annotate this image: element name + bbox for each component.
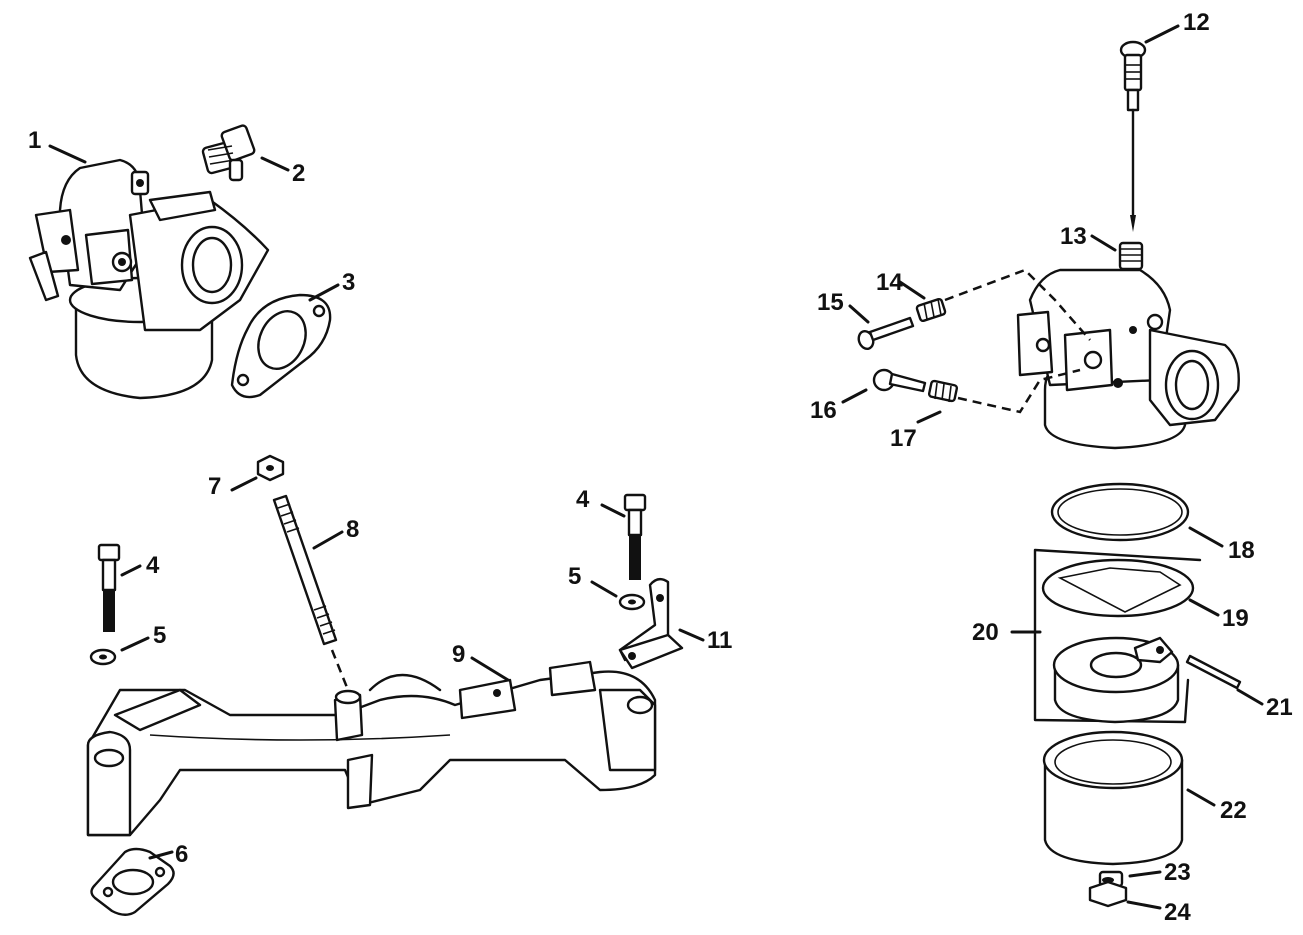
stud-alignment-line	[330, 649, 350, 691]
callout-6: 6	[175, 841, 188, 868]
lock-washer-left	[89, 648, 117, 666]
idle-mixture-screw	[857, 316, 915, 350]
callout-3: 3	[342, 269, 355, 296]
callout-labels: 1 2 3 4 5 6 7 8 9 4 5 11 12 13 14 15 16 …	[28, 9, 1293, 926]
idle-spring	[915, 297, 947, 323]
throttle-stop-screw	[872, 368, 927, 393]
callout-21: 21	[1266, 694, 1293, 721]
intake-manifold	[86, 660, 657, 837]
callout-1: 1	[28, 127, 41, 154]
carburetor-gasket	[230, 293, 332, 399]
float-bowl-gasket	[1041, 558, 1195, 618]
callout-2: 2	[292, 160, 305, 187]
callout-14: 14	[876, 269, 903, 296]
throttle-spring	[927, 379, 959, 403]
float-bowl	[1042, 730, 1184, 866]
bolt-right	[623, 493, 647, 580]
hex-nut	[256, 454, 285, 482]
callout-8: 8	[346, 516, 359, 543]
carburetor-assembly	[28, 158, 270, 400]
callout-16: 16	[810, 397, 837, 424]
manifold-gasket	[90, 847, 175, 916]
bowl-nut	[1088, 870, 1128, 908]
mounting-bracket	[618, 577, 684, 670]
callout-20: 20	[972, 619, 999, 646]
carburetor-body	[1016, 268, 1240, 450]
needle-spring	[1118, 241, 1144, 271]
callout-11: 11	[707, 627, 732, 654]
callout-19: 19	[1222, 605, 1249, 632]
callout-18: 18	[1228, 537, 1255, 564]
callout-15: 15	[817, 289, 844, 316]
callout-13: 13	[1060, 223, 1087, 250]
lock-washer-right	[618, 593, 646, 611]
callout-22: 22	[1220, 797, 1247, 824]
leader-lines	[48, 24, 1264, 910]
callout-24: 24	[1164, 899, 1191, 926]
callout-7: 7	[208, 473, 221, 500]
callout-5-left: 5	[153, 622, 166, 649]
float-bowl-o-ring	[1050, 482, 1190, 542]
bolt-left	[97, 543, 121, 632]
callout-12: 12	[1183, 9, 1210, 36]
callout-5-right: 5	[568, 563, 581, 590]
callout-23: 23	[1164, 859, 1191, 886]
callout-17: 17	[890, 425, 917, 452]
callout-9: 9	[452, 641, 465, 668]
elbow-fitting	[201, 124, 256, 182]
screw-alignment-upper	[944, 268, 1091, 341]
threaded-stud	[272, 494, 338, 646]
callout-4-left: 4	[146, 552, 160, 579]
needle-valve	[1119, 40, 1147, 232]
carburetor-float	[1052, 636, 1180, 724]
callout-4-right: 4	[576, 486, 590, 513]
screw-alignment-lower	[957, 368, 1081, 414]
float-pin	[1185, 654, 1242, 690]
